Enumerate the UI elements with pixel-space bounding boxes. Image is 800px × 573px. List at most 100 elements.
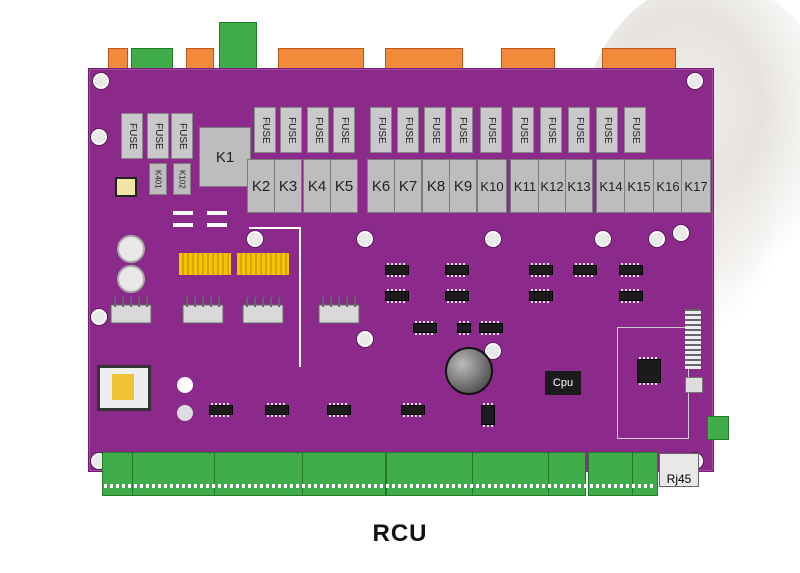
bottom-connector (302, 452, 386, 496)
bottom-connector (632, 452, 658, 496)
ic-chip (619, 263, 643, 277)
ic-chip (265, 403, 289, 417)
relay-k17: K17 (681, 159, 711, 213)
bottom-connector (472, 452, 550, 496)
capacitor (117, 265, 145, 293)
bottom-connector (102, 452, 134, 496)
terminal-block-yellow (179, 253, 231, 275)
resistor (173, 211, 193, 215)
relay-k13: K13 (565, 159, 593, 213)
fuse: FUSE (512, 107, 534, 153)
fuse: FUSE (370, 107, 392, 153)
fuse: FUSE (333, 107, 355, 153)
relay-k1: K1 (199, 127, 251, 187)
ic-chip (209, 403, 233, 417)
ic-chip (401, 403, 425, 417)
relay-k2: K2 (247, 159, 275, 213)
caption: RCU (372, 520, 428, 547)
fuse: FUSE (624, 107, 646, 153)
bottom-pins (104, 484, 654, 488)
ic-chip (385, 263, 409, 277)
heatsink (182, 297, 224, 324)
ic-chip (573, 263, 597, 277)
heatsink (110, 297, 152, 324)
ic-chip (445, 263, 469, 277)
mount-hole (93, 73, 109, 89)
ic-chip (619, 289, 643, 303)
resistor (207, 211, 227, 215)
relay-k11: K11 (510, 159, 540, 213)
fuse: FUSE (451, 107, 473, 153)
capacitor (177, 377, 193, 393)
ic-chip (385, 289, 409, 303)
ic-chip (413, 321, 437, 335)
mount-hole (357, 331, 373, 347)
ic-chip (529, 263, 553, 277)
mount-hole (91, 309, 107, 325)
network-ic (637, 357, 661, 385)
resistor (207, 223, 227, 227)
relay-k9: K9 (449, 159, 477, 213)
fuse: FUSE (540, 107, 562, 153)
chip-k401: K401 (149, 163, 167, 195)
relay-k3: K3 (274, 159, 302, 213)
transformer-core (112, 374, 134, 400)
pcb-trace (299, 227, 301, 367)
relay-k4: K4 (303, 159, 331, 213)
relay-k8: K8 (422, 159, 450, 213)
ic-chip (445, 289, 469, 303)
bottom-connector (386, 452, 474, 496)
rj45-port: Rj45 (659, 453, 699, 487)
chip-k102: K102 (173, 163, 191, 195)
capacitor (177, 405, 193, 421)
mount-hole (357, 231, 373, 247)
ic-chip (481, 403, 495, 427)
resistor (173, 223, 193, 227)
relay-k16: K16 (653, 159, 683, 213)
fuse: FUSE (424, 107, 446, 153)
fuse: FUSE (147, 113, 169, 159)
fuse: FUSE (397, 107, 419, 153)
mount-hole (91, 129, 107, 145)
relay-k12: K12 (538, 159, 566, 213)
relay-k6: K6 (367, 159, 395, 213)
bottom-connector (548, 452, 586, 496)
mount-hole (673, 225, 689, 241)
transformer (97, 365, 151, 411)
relay-k5: K5 (330, 159, 358, 213)
pin-header (685, 309, 701, 369)
mount-hole (687, 73, 703, 89)
fuse: FUSE (568, 107, 590, 153)
side-connector-green (707, 416, 729, 440)
bottom-connector (214, 452, 304, 496)
ic-chip (327, 403, 351, 417)
mount-hole (485, 343, 501, 359)
fuse: FUSE (480, 107, 502, 153)
relay-k14: K14 (596, 159, 626, 213)
fuse: FUSE (171, 113, 193, 159)
relay-k10: K10 (477, 159, 507, 213)
terminal-block-yellow (237, 253, 289, 275)
pcb-board: FUSE FUSE FUSE FUSE FUSE FUSE FUSE FUSE … (88, 68, 714, 487)
fuse: FUSE (121, 113, 143, 159)
bottom-connector (132, 452, 216, 496)
capacitor (117, 235, 145, 263)
usb-port (685, 377, 703, 393)
heatsink (318, 297, 360, 324)
relay-k15: K15 (624, 159, 654, 213)
coin-battery (445, 347, 493, 395)
fuse: FUSE (307, 107, 329, 153)
fuse: FUSE (596, 107, 618, 153)
ic-chip (529, 289, 553, 303)
fuse: FUSE (254, 107, 276, 153)
cpu-chip: Cpu (545, 371, 581, 395)
pcb-trace (249, 227, 301, 229)
ic-chip (457, 321, 471, 335)
mount-hole (649, 231, 665, 247)
mount-hole (595, 231, 611, 247)
led-indicator (115, 177, 137, 197)
ic-chip (479, 321, 503, 335)
bottom-connector (588, 452, 634, 496)
fuse: FUSE (280, 107, 302, 153)
mount-hole (247, 231, 263, 247)
